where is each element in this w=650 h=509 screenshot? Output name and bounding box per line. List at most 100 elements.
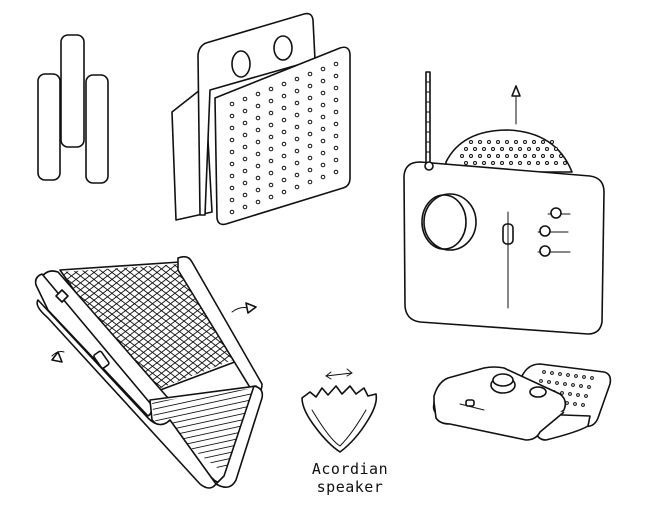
- grille-dot: [268, 170, 274, 176]
- slide-dot: [582, 375, 586, 379]
- radio-dot: [482, 161, 486, 165]
- grille-dot: [307, 179, 313, 185]
- grille-dot: [268, 158, 274, 164]
- grille-dot: [242, 108, 248, 114]
- grille-dot: [268, 134, 274, 140]
- radio-dot: [541, 140, 545, 144]
- vertical-bars-sketch: [37, 34, 109, 184]
- grille-dot: [255, 91, 261, 97]
- radio-dot: [460, 154, 464, 158]
- radio-dot: [554, 161, 558, 165]
- grille-dot: [255, 103, 261, 109]
- mesh-line: [62, 264, 115, 393]
- radio-grille-dots: [460, 140, 567, 165]
- radio-dot: [500, 147, 504, 151]
- grille-dot: [281, 189, 287, 195]
- radio-dot: [469, 140, 473, 144]
- speaker-grille-dots: [229, 61, 339, 215]
- grille-dot: [229, 113, 235, 119]
- grille-dot: [268, 146, 274, 152]
- stripe-line: [152, 391, 255, 417]
- radio-dot: [478, 154, 482, 158]
- grille-dot: [229, 173, 235, 179]
- radio-dot: [482, 147, 486, 151]
- radio-dot: [491, 147, 495, 151]
- grille-dot: [307, 167, 313, 173]
- radio-dot: [473, 161, 477, 165]
- radio-dot: [500, 161, 504, 165]
- radio-dot: [487, 140, 491, 144]
- slide-dot: [568, 392, 572, 396]
- slide-dot: [566, 373, 570, 377]
- grille-dot: [281, 93, 287, 99]
- grille-dot: [333, 121, 339, 127]
- radio-dot: [563, 161, 567, 165]
- grille-dot: [333, 73, 339, 79]
- slide-dot: [571, 383, 575, 387]
- radio-dot: [536, 161, 540, 165]
- grille-dot: [242, 120, 248, 126]
- grille-dot: [255, 115, 261, 121]
- slide-dot: [573, 402, 577, 406]
- mesh-line: [62, 264, 133, 393]
- radio-dot: [523, 140, 527, 144]
- grille-dot: [307, 131, 313, 137]
- slide-dot: [542, 370, 546, 374]
- grille-dot: [229, 137, 235, 143]
- grille-dot: [320, 126, 326, 132]
- mesh-line: [62, 264, 106, 393]
- radio-dot: [545, 147, 549, 151]
- radio-dot: [545, 161, 549, 165]
- slide-dot: [579, 384, 583, 388]
- mesh-line: [62, 264, 124, 393]
- grille-dot: [281, 129, 287, 135]
- grille-dot: [294, 136, 300, 142]
- grille-dot: [281, 153, 287, 159]
- grille-dot: [307, 83, 313, 89]
- slide-dot: [550, 371, 554, 375]
- grille-dot: [255, 187, 261, 193]
- slide-dot: [558, 372, 562, 376]
- grille-dot: [242, 168, 248, 174]
- grille-dot: [333, 109, 339, 115]
- knob-icon: [55, 289, 69, 303]
- grille-dot: [268, 86, 274, 92]
- grille-dot: [333, 157, 339, 163]
- grille-dot: [333, 169, 339, 175]
- radio-dot: [527, 147, 531, 151]
- grille-dot: [255, 175, 261, 181]
- radio-dot: [523, 154, 527, 158]
- grille-dot: [229, 125, 235, 131]
- grille-dot: [333, 61, 339, 67]
- grille-dot: [307, 155, 313, 161]
- radio-dot: [464, 147, 468, 151]
- radio-dot: [527, 161, 531, 165]
- grille-dot: [242, 180, 248, 186]
- radio-dot: [559, 154, 563, 158]
- slide-dot: [547, 380, 551, 384]
- radio-dot: [541, 154, 545, 158]
- grille-dot: [294, 112, 300, 118]
- grille-dot: [294, 124, 300, 130]
- mesh-line: [62, 264, 151, 393]
- grille-dot: [281, 141, 287, 147]
- grille-dot: [320, 174, 326, 180]
- grille-dot: [281, 117, 287, 123]
- grille-dot: [307, 107, 313, 113]
- grille-dot: [242, 132, 248, 138]
- grille-dot: [294, 88, 300, 94]
- grille-dot: [268, 110, 274, 116]
- accordion-speaker-sketch: [301, 368, 378, 453]
- grille-dot: [242, 204, 248, 210]
- mesh-line: [136, 264, 238, 393]
- slide-dot: [587, 385, 591, 389]
- expand-arrow-icon: [325, 372, 353, 377]
- grille-dot: [242, 156, 248, 162]
- slide-dot: [574, 374, 578, 378]
- mesh-line: [62, 264, 169, 393]
- grille-dot: [294, 172, 300, 178]
- mesh-line: [62, 264, 160, 393]
- grille-dot: [320, 162, 326, 168]
- grille-dot: [229, 149, 235, 155]
- grille-dot: [307, 143, 313, 149]
